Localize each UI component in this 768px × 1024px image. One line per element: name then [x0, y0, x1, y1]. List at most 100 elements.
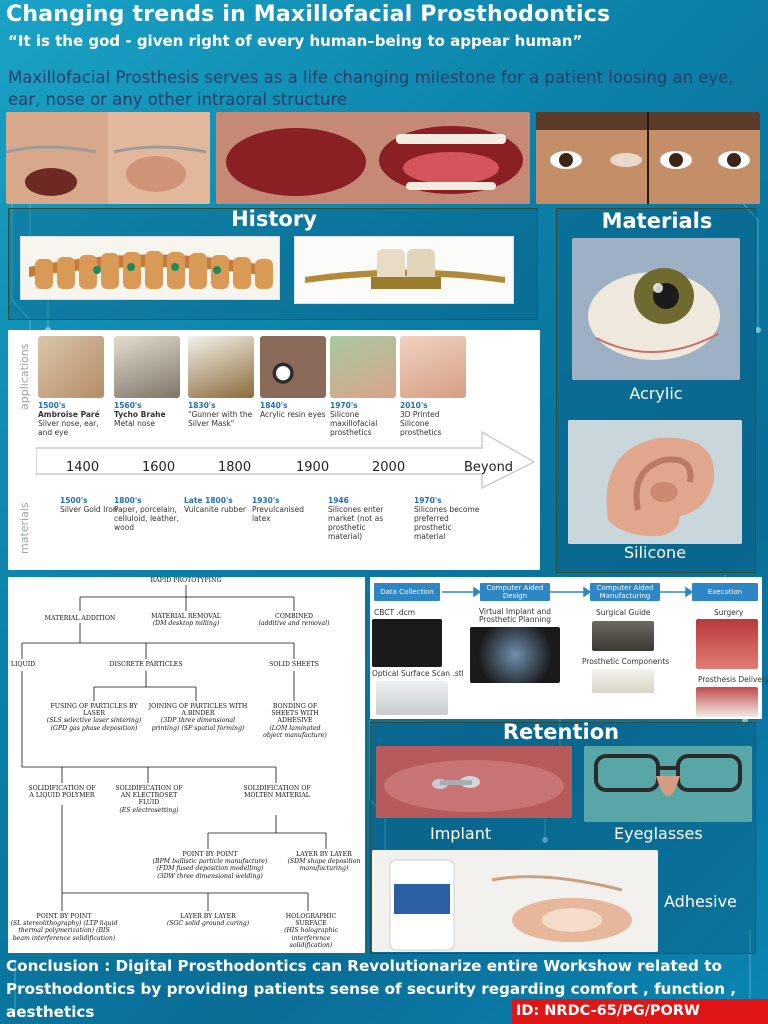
- rp-solidification-electroset-sub: (ES electrosetting): [119, 806, 179, 814]
- rp-solidification-liquid: SOLIDIFICATION OF A LIQUID POLYMER: [28, 785, 96, 800]
- timeline-app-year: 1970's: [330, 401, 358, 410]
- rp-point-by-point-molten: POINT BY POINT(BPM ballistic particle ma…: [148, 851, 272, 880]
- history-timeline: applications materials 1500's Ambroise P…: [8, 330, 540, 570]
- optical-scan-image: [376, 681, 448, 715]
- virtual-planning-image: [470, 627, 560, 683]
- rp-lbl-liquid-label: LAYER BY LAYER: [180, 913, 236, 920]
- prosthesis-delivery-image: [696, 687, 758, 717]
- timeline-app-desc: Silver nose, ear, and eye: [38, 419, 99, 437]
- prosthetic-components-label: Prosthetic Components: [582, 657, 670, 666]
- timeline-app-name: Ambroise Paré: [38, 410, 100, 419]
- timeline-year: 1900: [296, 460, 330, 475]
- workflow-step: Data Collection: [374, 583, 440, 601]
- timeline-material-desc: Silver Gold Iron: [60, 505, 118, 514]
- adhesive-photo: [372, 850, 658, 952]
- rp-root: RAPID PROTOTYPING: [150, 577, 222, 584]
- rp-layer-by-layer-liquid: LAYER BY LAYER(SGC solid ground curing): [158, 913, 258, 927]
- timeline-app-desc: 3D Printed Silicone prosthetics: [400, 410, 442, 437]
- timeline-material-year: 1970's: [414, 496, 442, 505]
- timeline-year: 1800: [218, 460, 252, 475]
- timeline-material: 1800's Paper, porcelain, celluloid, leat…: [114, 496, 184, 532]
- poster-quote: “It is the god - given right of every hu…: [8, 32, 583, 50]
- surgical-guide-image: [592, 621, 654, 651]
- timeline-app-card: 1970's Silicone maxillofacial prosthetic…: [330, 336, 400, 437]
- timeline-material-desc: Silicones enter market (not as prostheti…: [328, 505, 384, 541]
- retention-heading: Retention: [502, 720, 620, 744]
- virtual-planning-label: Virtual Implant and Prosthetic Planning: [478, 607, 552, 624]
- adhesive-label: Adhesive: [664, 892, 737, 911]
- timeline-material-year: 1946: [328, 496, 349, 505]
- cbct-scan-image: [372, 619, 442, 667]
- timeline-material-year: Late 1800's: [184, 496, 233, 505]
- intraoral-defect-photo: [216, 112, 530, 204]
- rp-fusing-label: FUSING OF PARTICLES BY LASER: [50, 703, 138, 718]
- optical-scan-label: Optical Surface Scan .stl: [372, 669, 464, 678]
- 3d-printed-nose-photo: [400, 336, 466, 398]
- rp-holo-sub: (HIS holographic interference solidifica…: [284, 927, 338, 949]
- timeline-year: Beyond: [464, 460, 514, 475]
- ancient-teeth-photo: [20, 236, 280, 300]
- rapid-prototyping-chart: RAPID PROTOTYPING MATERIAL ADDITION MATE…: [8, 577, 365, 953]
- rp-pbp-liquid-label: POINT BY POINT: [36, 913, 92, 920]
- timeline-material: 1946 Silicones enter market (not as pros…: [328, 496, 398, 541]
- silver-mask-photo: [188, 336, 254, 398]
- cbct-label: CBCT .dcm: [374, 608, 416, 617]
- rp-solidification-electroset: SOLIDIFICATION OF AN ELECTROSET FLUID(ES…: [112, 785, 186, 814]
- timeline-app-name: Tycho Brahe: [114, 410, 166, 419]
- timeline-app-year: 2010's: [400, 401, 428, 410]
- eyeglasses-label: Eyeglasses: [614, 824, 703, 843]
- rp-pbp-molten-sub: (BPM ballistic particle manufacture) (FD…: [152, 858, 268, 880]
- rp-holo-label: HOLOGRAPHIC SURFACE: [285, 913, 337, 928]
- timeline-app-desc: Acrylic resin eyes: [260, 410, 326, 419]
- acrylic-eye-photo: [572, 238, 740, 380]
- rp-lbl-molten-sub: (SDM shape deposition manufacturing): [287, 858, 361, 873]
- poster-id-badge: ID: NRDC-65/PG/PORW: [512, 999, 768, 1024]
- surgical-guide-label: Surgical Guide: [596, 608, 651, 617]
- rp-combined-label: COMBINED: [274, 613, 314, 620]
- nose-before-after-photo: [6, 112, 210, 204]
- rp-material-removal-sub: (DM desktop milling): [152, 620, 220, 628]
- timeline-material-desc: Paper, porcelain, celluloid, leather, wo…: [114, 505, 180, 532]
- workflow-step: Execution: [692, 583, 758, 601]
- timeline-year: 2000: [372, 460, 406, 475]
- surgery-image: [696, 619, 758, 669]
- timeline-material-desc: Silicones become preferred prosthetic ma…: [414, 505, 480, 541]
- timeline-app-year: 1830's: [188, 401, 216, 410]
- rp-material-removal-label: MATERIAL REMOVAL: [151, 613, 221, 620]
- acrylic-label: Acrylic: [629, 384, 683, 403]
- acrylic-eyes-photo: [260, 336, 326, 398]
- rp-joining-sub: (3DP three dimensional printing) (SF spa…: [151, 717, 245, 732]
- timeline-app-card: 1500's Ambroise Paré Silver nose, ear, a…: [38, 336, 108, 437]
- timeline-app-year: 1840's: [260, 401, 288, 410]
- timeline-app-year: 1560's: [114, 401, 142, 410]
- timeline-app-desc: Metal nose: [114, 419, 155, 428]
- rp-holographic-surface: HOLOGRAPHIC SURFACE(HIS holographic inte…: [274, 913, 348, 949]
- prosthesis-delivery-label: Prosthesis Delivery: [698, 675, 768, 684]
- rp-liquid: LIQUID: [10, 661, 36, 668]
- rp-fusing: FUSING OF PARTICLES BY LASER(SLS selecti…: [44, 703, 144, 732]
- timeline-app-desc: "Gunner with the Silver Mask": [188, 410, 253, 428]
- rp-pbp-molten-label: POINT BY POINT: [182, 851, 238, 858]
- timeline-arrow: [36, 430, 536, 490]
- silicone-label: Silicone: [623, 543, 687, 562]
- timeline-material: Late 1800's Vulcanite rubber: [184, 496, 254, 514]
- workflow-step: Computer Aided Manufacturing: [590, 583, 660, 601]
- materials-heading: Materials: [601, 209, 713, 233]
- timeline-app-desc: Silicone maxillofacial prosthetics: [330, 410, 378, 437]
- surgery-label: Surgery: [714, 608, 744, 617]
- eyeglasses-photo: [584, 746, 752, 822]
- rp-pbp-liquid-sub: (SL stereolithography) (LTP liquid therm…: [10, 920, 118, 942]
- prosthetic-components-image: [592, 669, 654, 693]
- rp-discrete-particles: DISCRETE PARTICLES: [109, 661, 183, 668]
- rp-bonding-sub: (LOM laminated object manufacture): [263, 724, 327, 739]
- silver-nose-illustration: [38, 336, 104, 398]
- timeline-material-year: 1930's: [252, 496, 280, 505]
- gold-bridge-photo: [294, 236, 514, 304]
- poster-title: Changing trends in Maxillofacial Prostho…: [6, 2, 611, 27]
- rp-bonding: BONDING OF SHEETS WITH ADHESIVE(LOM lami…: [260, 703, 330, 739]
- workflow-arrows: [442, 586, 694, 598]
- timeline-materials-label: materials: [18, 502, 31, 554]
- rp-material-removal: MATERIAL REMOVAL(DM desktop milling): [140, 613, 232, 627]
- eye-prosthesis-photo: [536, 112, 760, 204]
- history-heading: History: [231, 207, 317, 231]
